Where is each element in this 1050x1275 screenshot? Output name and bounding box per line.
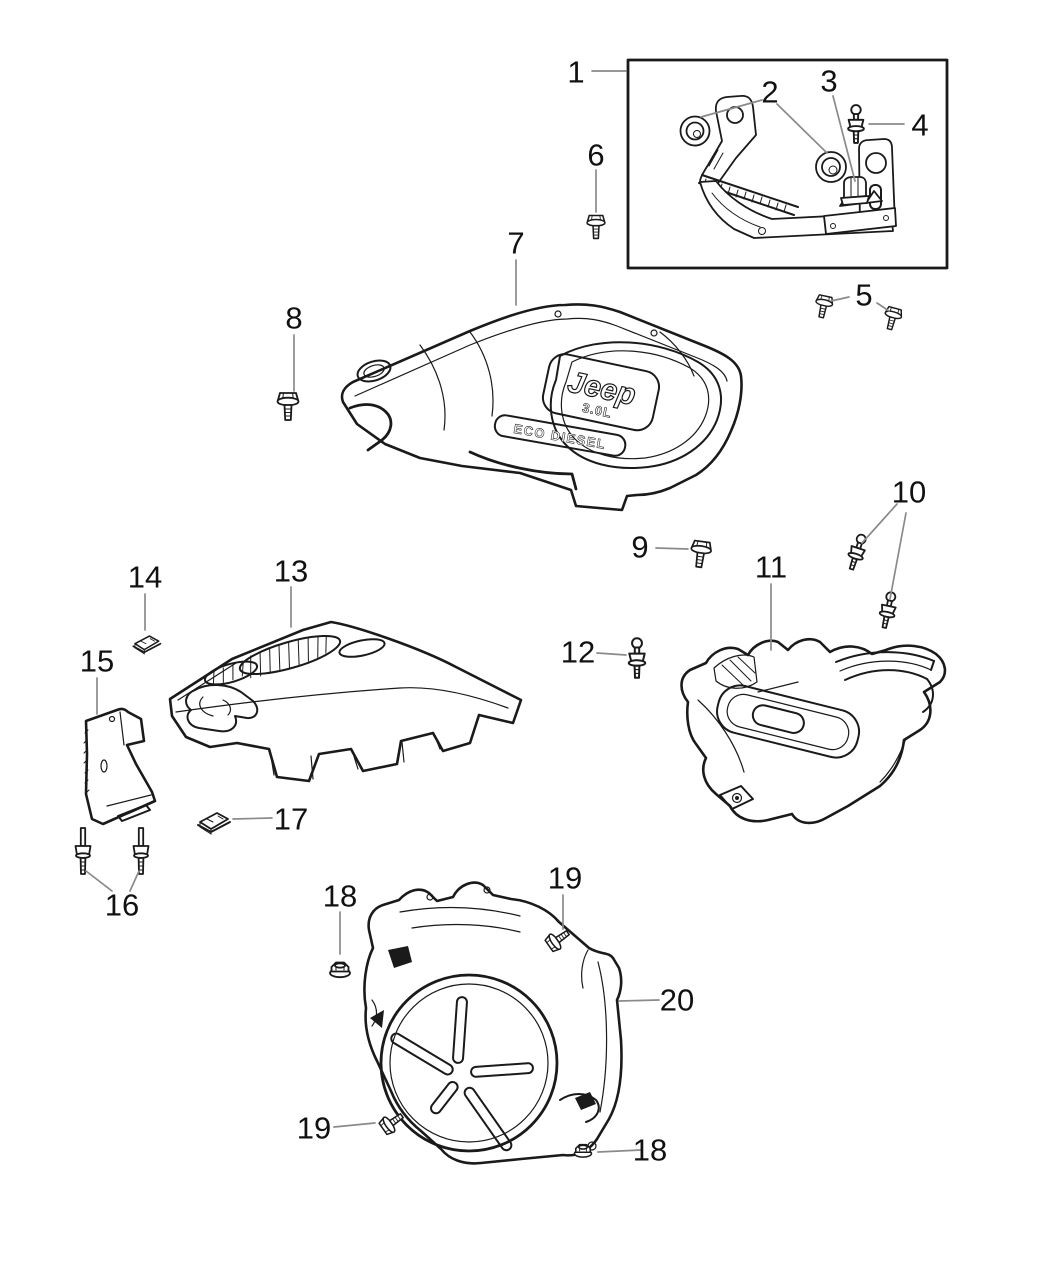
callout-13: 13 <box>274 554 308 589</box>
part-front-cover <box>363 881 623 1165</box>
callout-17: 17 <box>274 802 308 837</box>
callout-1: 1 <box>567 55 584 90</box>
callout-8: 8 <box>285 301 302 336</box>
fastener-bolt-5a <box>812 293 835 320</box>
part-grommet-left <box>679 115 711 147</box>
leader-line-5b <box>876 302 890 312</box>
callout-6: 6 <box>587 138 604 173</box>
leader-line-20 <box>618 999 660 1002</box>
fastener-stud-12 <box>627 637 647 679</box>
leader-line-2a <box>700 99 763 118</box>
part-insulator-cover-right <box>680 637 947 825</box>
callout-19a: 19 <box>548 861 582 896</box>
callout-12: 12 <box>561 635 595 670</box>
displacement-text: 3.0L <box>581 400 613 421</box>
part-support-bracket-assembly <box>679 94 897 239</box>
callout-16: 16 <box>105 888 139 923</box>
fastener-bolt-9 <box>688 539 714 570</box>
part-engine-cover: Jeep 3.0L ECO DIESEL <box>340 303 743 512</box>
leader-line-16a <box>85 870 113 892</box>
callout-5: 5 <box>855 278 872 313</box>
leader-line-5a <box>830 296 850 302</box>
part-mounting-bracket <box>83 707 157 826</box>
callout-4: 4 <box>911 108 928 143</box>
callout-11: 11 <box>755 550 787 585</box>
leader-line-10a <box>861 503 898 544</box>
oil-filler-cap <box>356 359 392 383</box>
fastener-bolt-6 <box>586 214 606 240</box>
fastener-bolt-8 <box>276 392 300 421</box>
callout-labels: 1 2 3 4 5 6 7 8 9 10 11 12 13 14 15 16 1… <box>80 55 929 1168</box>
fastener-stud-4 <box>847 104 865 144</box>
callout-9: 9 <box>631 530 648 565</box>
callout-2: 2 <box>761 75 778 110</box>
callout-19b: 19 <box>297 1111 331 1146</box>
leader-line-9 <box>655 547 689 550</box>
leader-line-18b <box>597 1149 642 1153</box>
callout-20: 20 <box>660 983 694 1018</box>
leader-line-17 <box>232 817 273 820</box>
callout-10: 10 <box>892 475 926 510</box>
part-clip-14 <box>132 635 162 655</box>
callout-18a: 18 <box>323 879 357 914</box>
fastener-nut-18a <box>329 961 351 979</box>
leader-line-19b <box>333 1122 376 1128</box>
leader-lines <box>85 70 907 1153</box>
part-grommet-right <box>815 151 847 183</box>
part-retainer-clip <box>840 176 870 206</box>
leader-line-3 <box>832 95 856 182</box>
callout-14: 14 <box>128 560 162 595</box>
callout-18b: 18 <box>633 1133 667 1168</box>
callout-7: 7 <box>507 226 524 261</box>
kit-box-outline <box>626 58 949 270</box>
leader-line-10b <box>889 512 907 600</box>
fastener-stud-16a <box>74 827 92 875</box>
leader-line-2b <box>776 103 828 154</box>
part-bracket-upright <box>823 138 897 235</box>
part-clip-17 <box>197 812 231 835</box>
fastener-bolt-5b <box>880 305 904 333</box>
fastener-stud-16b <box>132 827 150 875</box>
callout-15: 15 <box>80 644 114 679</box>
callout-3: 3 <box>820 64 837 99</box>
part-insulator-cover-left <box>168 620 523 783</box>
fastener-nut-18b <box>573 1143 593 1158</box>
part-hardware-kit-box <box>626 58 949 270</box>
leader-line-16b <box>129 870 140 892</box>
fastener-stud-10b <box>876 589 900 631</box>
leader-line-12 <box>596 652 627 656</box>
